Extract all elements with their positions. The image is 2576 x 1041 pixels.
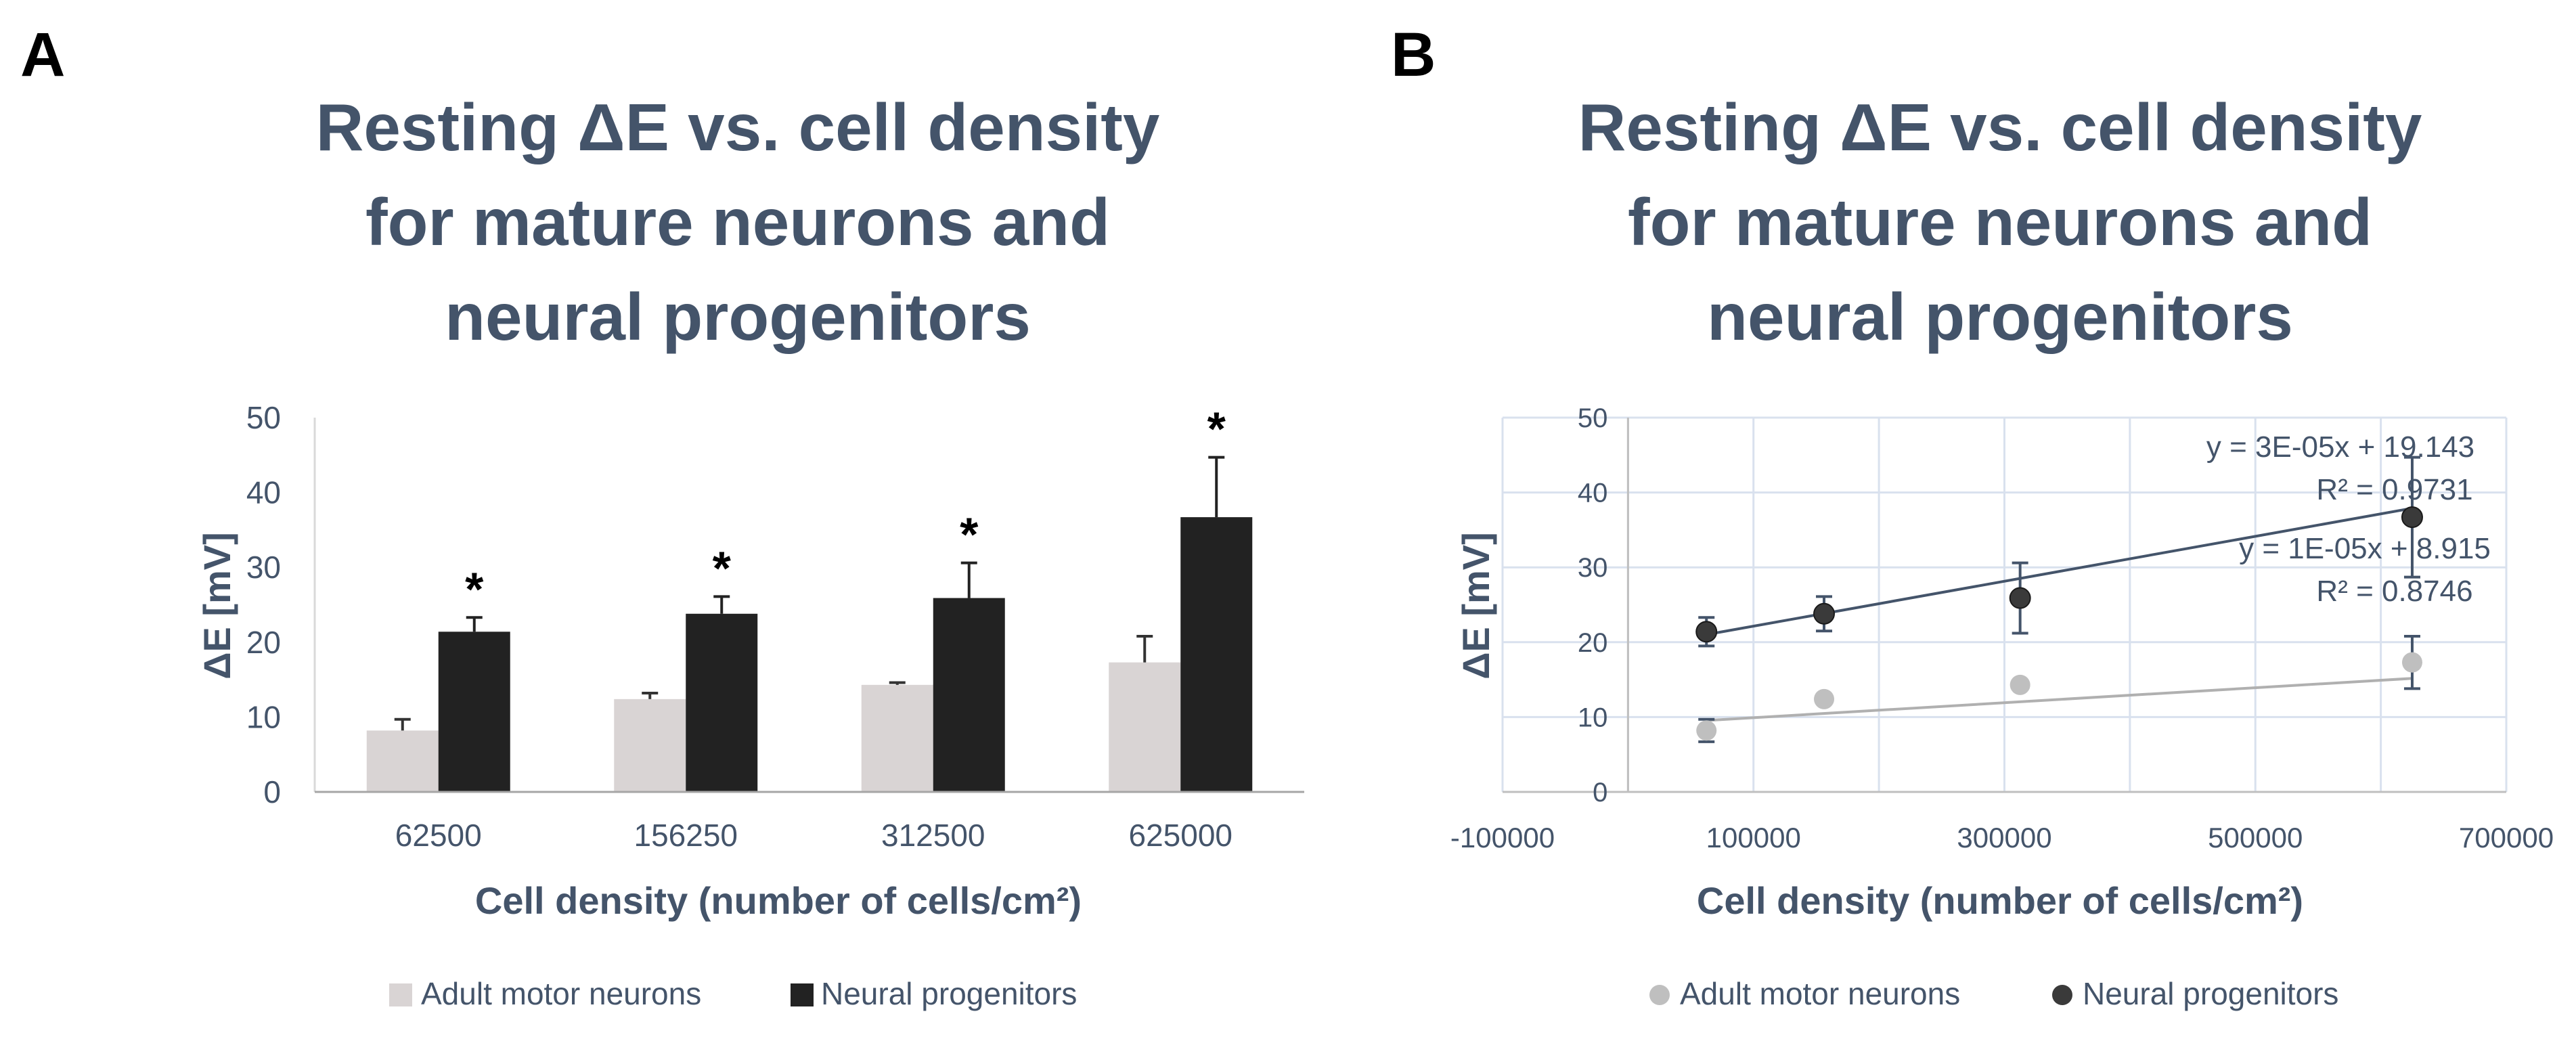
chart-a-x-tick-label: 312500	[881, 818, 985, 853]
chart-b-point	[2009, 674, 2030, 695]
chart-b-title-line-2: for mature neurons and	[1628, 185, 2372, 259]
chart-b-equation-adult: y = 1E-05x + 8.915	[2239, 532, 2491, 565]
chart-a-x-tick-label: 156250	[634, 818, 738, 853]
chart-a-bar	[933, 598, 1005, 792]
chart-a-y-tick-label: 40	[246, 475, 281, 510]
chart-a-significance-star: *	[960, 508, 979, 561]
chart-b-point	[2401, 506, 2423, 529]
chart-a-bar	[614, 699, 686, 792]
chart-b-x-tick-label: 300000	[1957, 822, 2051, 854]
chart-b-x-axis-title: Cell density (number of cells/cm²)	[1697, 879, 2303, 922]
chart-a-bar	[1109, 662, 1181, 792]
chart-b-point	[2009, 587, 2031, 609]
chart-a-bar	[1180, 517, 1253, 792]
chart-b-legend-label-progenitors: Neural progenitors	[2083, 976, 2338, 1011]
chart-b: Resting ΔE vs. cell density for mature n…	[1450, 90, 2554, 1011]
chart-a-y-tick-label: 10	[246, 699, 281, 734]
chart-b-x-tick-label: 100000	[1706, 822, 1801, 854]
chart-a-y-tick-label: 50	[246, 400, 281, 435]
chart-a-legend-swatch-progenitors	[791, 983, 814, 1006]
chart-a-title-line-2: for mature neurons and	[365, 185, 1110, 259]
chart-b-r2-progenitors: R² = 0.9731	[2316, 473, 2472, 506]
panel-label-a: A	[20, 20, 65, 89]
panel-label-b: B	[1391, 20, 1436, 89]
chart-a-y-tick-label: 20	[246, 625, 281, 660]
chart-b-legend-label-adult: Adult motor neurons	[1680, 976, 1960, 1011]
chart-b-x-tick-label: -100000	[1450, 822, 1555, 854]
chart-a-title-line-1: Resting ΔE vs. cell density	[316, 90, 1160, 164]
chart-a-significance-star: *	[465, 562, 484, 615]
chart-a-legend-label-progenitors: Neural progenitors	[821, 976, 1077, 1011]
chart-b-point	[1813, 602, 1836, 625]
chart-a-significance-star: *	[713, 541, 732, 594]
chart-b-y-tick-label: 40	[1578, 479, 1608, 508]
chart-b-x-tick-label: 500000	[2208, 822, 2303, 854]
chart-b-point	[1695, 621, 1718, 643]
chart-a-y-tick-label: 0	[263, 774, 281, 810]
chart-b-y-tick-label: 0	[1593, 778, 1607, 807]
chart-b-x-tick-label: 700000	[2459, 822, 2554, 854]
chart-b-y-tick-label: 30	[1578, 553, 1608, 583]
chart-b-point	[1696, 720, 1717, 741]
chart-b-y-tick-label: 10	[1578, 703, 1608, 732]
chart-b-y-axis-title: ΔE [mV]	[1454, 532, 1497, 680]
chart-b-y-tick-label: 20	[1578, 628, 1608, 658]
chart-a-x-tick-label: 62500	[395, 818, 482, 853]
chart-a-y-axis-title: ΔE [mV]	[196, 532, 238, 680]
chart-b-equation-progenitors: y = 3E-05x + 19.143	[2206, 430, 2474, 464]
chart-a-x-tick-label: 625000	[1129, 818, 1233, 853]
chart-a-bar	[438, 632, 510, 792]
chart-a-title-line-3: neural progenitors	[445, 280, 1031, 354]
chart-a-legend-swatch-adult	[389, 983, 412, 1006]
chart-a-significance-star: *	[1207, 403, 1226, 456]
chart-b-r2-adult: R² = 0.8746	[2316, 575, 2472, 608]
chart-b-legend-marker-adult	[1649, 985, 1670, 1005]
chart-b-y-tick-label: 50	[1578, 403, 1608, 433]
chart-b-point	[1814, 688, 1835, 709]
chart-b-trendline	[1706, 506, 2413, 636]
chart-b-title-line-3: neural progenitors	[1707, 280, 2293, 354]
chart-b-title-line-1: Resting ΔE vs. cell density	[1578, 90, 2422, 164]
chart-b-legend-marker-progenitors	[2052, 985, 2072, 1005]
chart-a-bar	[366, 730, 439, 792]
chart-a-legend-label-adult: Adult motor neurons	[421, 976, 701, 1011]
chart-b-trendline	[1706, 677, 2413, 722]
chart-a-x-axis-title: Cell density (number of cells/cm²)	[475, 879, 1082, 922]
chart-a: Resting ΔE vs. cell density for mature n…	[196, 90, 1304, 1011]
chart-b-point	[2401, 652, 2422, 673]
chart-a-y-tick-label: 30	[246, 550, 281, 585]
chart-a-bar	[686, 613, 758, 792]
chart-a-bar	[861, 684, 933, 792]
